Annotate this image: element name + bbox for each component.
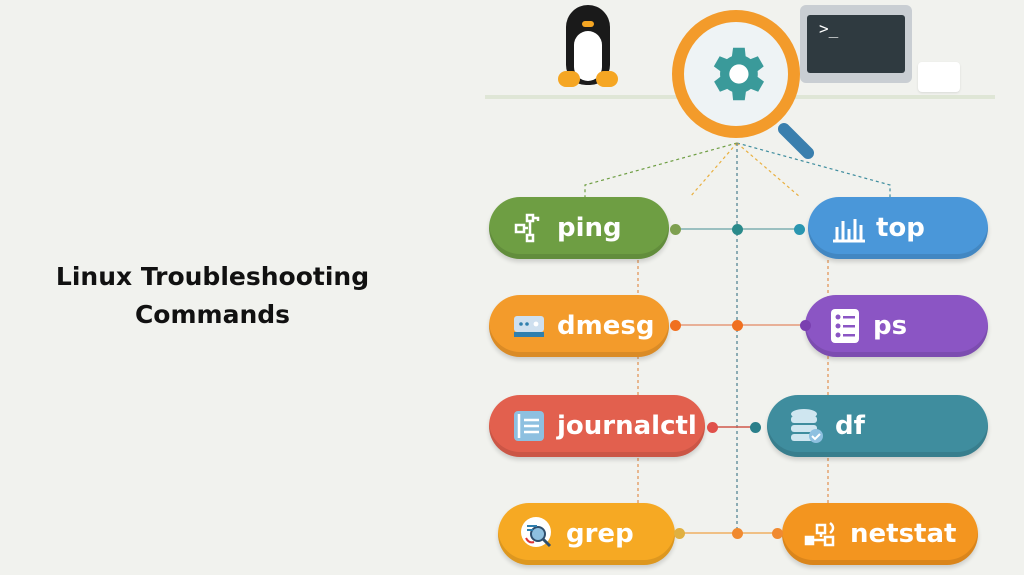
command-label: netstat bbox=[850, 519, 957, 549]
connector-dot bbox=[670, 320, 681, 331]
bar-chart-icon bbox=[828, 208, 868, 248]
command-df[interactable]: df bbox=[767, 395, 988, 457]
magnifier-gear-icon bbox=[672, 10, 800, 138]
connector-dot bbox=[794, 224, 805, 235]
connector-dot bbox=[732, 528, 743, 539]
terminal-prompt: >_ bbox=[807, 15, 905, 73]
network-icon bbox=[802, 514, 842, 554]
command-netstat[interactable]: netstat bbox=[782, 503, 978, 565]
network-tree-icon bbox=[509, 208, 549, 248]
document-icon bbox=[509, 406, 549, 446]
command-ps[interactable]: ps bbox=[805, 295, 988, 357]
connector-dot bbox=[707, 422, 718, 433]
connector-dot bbox=[750, 422, 761, 433]
connector-dot bbox=[674, 528, 685, 539]
terminal-monitor: >_ bbox=[800, 5, 912, 83]
command-grep[interactable]: grep bbox=[498, 503, 675, 565]
command-label: top bbox=[876, 213, 925, 243]
command-label: journalctl bbox=[557, 411, 697, 441]
command-label: ps bbox=[873, 311, 908, 341]
page-title: Linux Troubleshooting Commands bbox=[30, 258, 395, 334]
command-journalctl[interactable]: journalctl bbox=[489, 395, 705, 457]
connector-dot bbox=[670, 224, 681, 235]
command-dmesg[interactable]: dmesg bbox=[489, 295, 669, 357]
command-label: ping bbox=[557, 213, 622, 243]
database-icon bbox=[787, 406, 827, 446]
command-label: grep bbox=[566, 519, 634, 549]
command-label: df bbox=[835, 411, 865, 441]
command-ping[interactable]: ping bbox=[489, 197, 669, 259]
plant-illustration bbox=[918, 62, 960, 92]
connector-dot bbox=[732, 224, 743, 235]
list-icon bbox=[825, 306, 865, 346]
connector-dot bbox=[732, 320, 743, 331]
hardware-icon bbox=[509, 306, 549, 346]
search-icon bbox=[518, 514, 558, 554]
connector-dot bbox=[800, 320, 811, 331]
command-top[interactable]: top bbox=[808, 197, 988, 259]
command-label: dmesg bbox=[557, 311, 655, 341]
penguin-illustration bbox=[558, 5, 618, 90]
title-line-1: Linux Troubleshooting bbox=[55, 262, 370, 291]
connector-dot bbox=[772, 528, 783, 539]
title-line-2: Commands bbox=[134, 300, 291, 329]
